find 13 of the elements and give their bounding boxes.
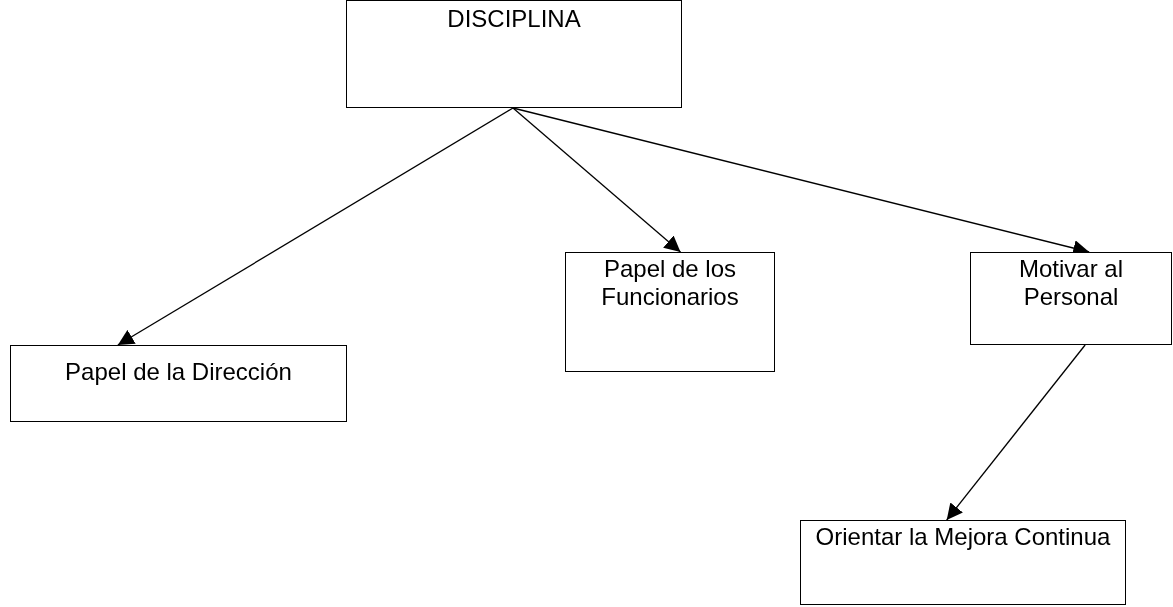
process-box [800, 520, 1126, 605]
arrow [946, 344, 1086, 521]
process-box [565, 252, 775, 372]
box-label: Motivar al Personal [1018, 255, 1124, 311]
arrow [117, 107, 514, 346]
box-label: DISCIPLINA [447, 5, 581, 33]
arrow [512, 107, 682, 253]
box-label: Orientar la Mejora Continua [815, 523, 1111, 551]
box-label: Papel de la Dirección [65, 358, 292, 386]
box-label: Papel de los Funcionarios [600, 255, 740, 311]
process-box [10, 345, 347, 422]
process-box [970, 252, 1172, 345]
process-box [346, 0, 682, 108]
